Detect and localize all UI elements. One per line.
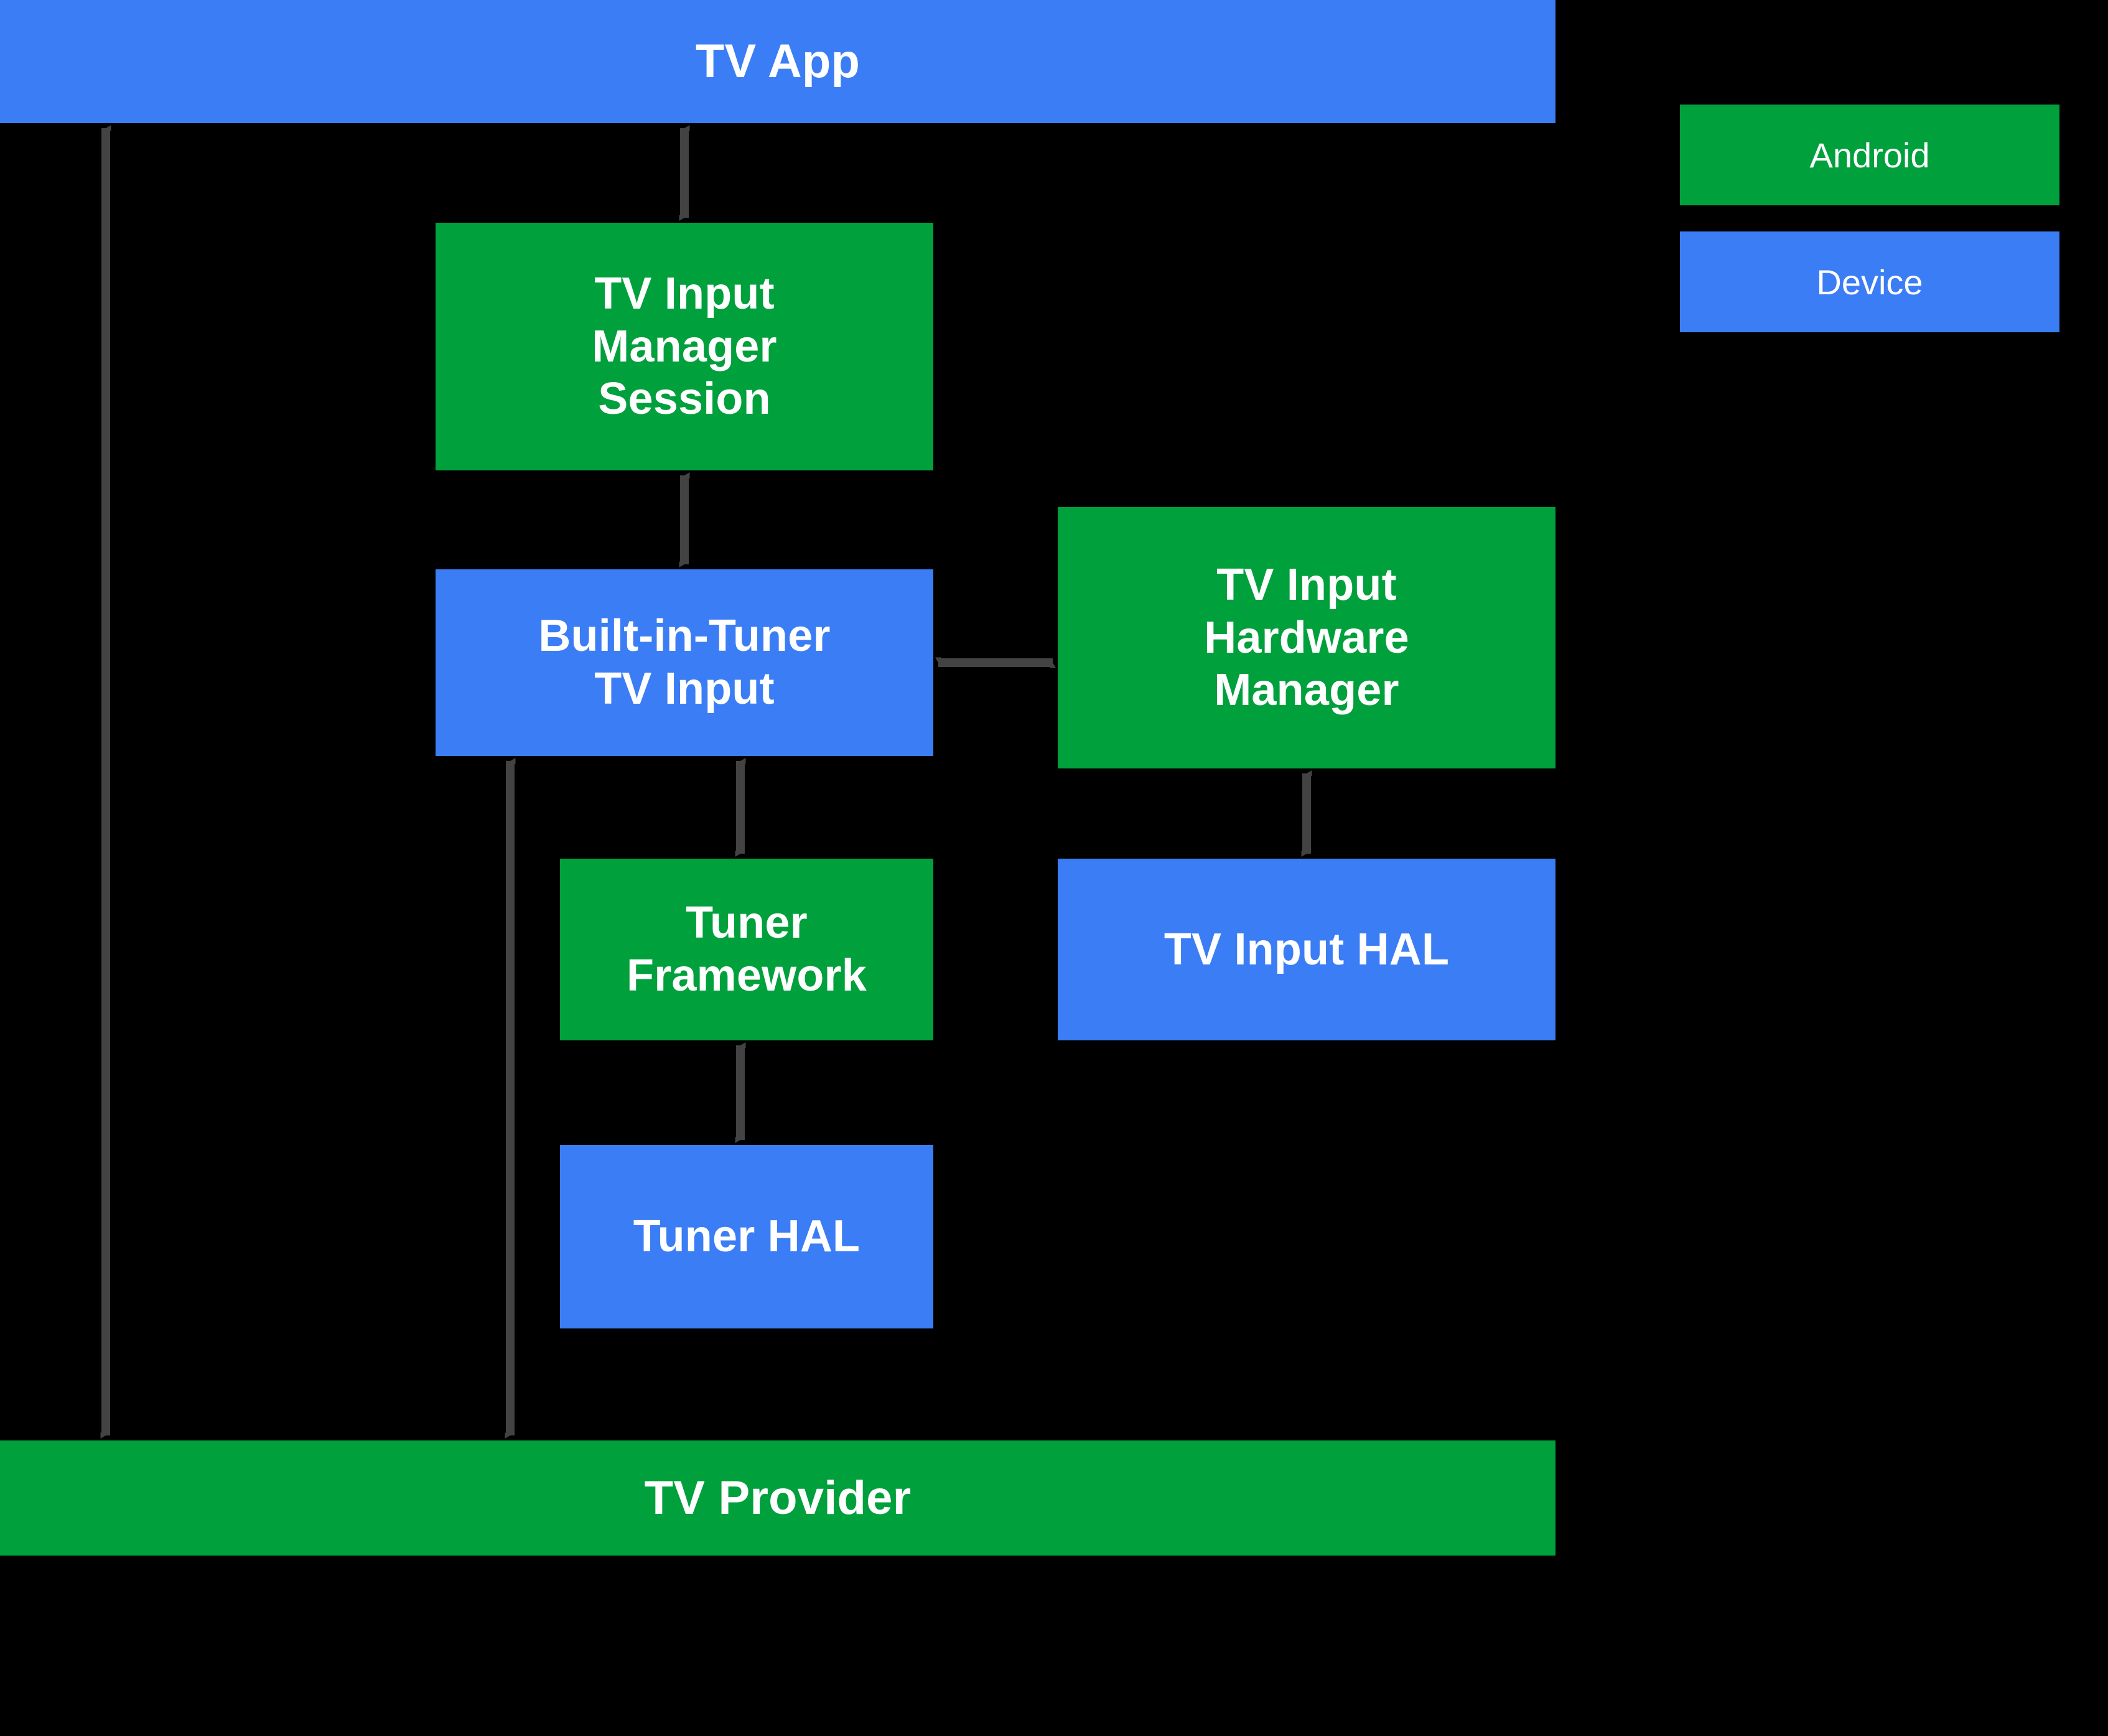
- legend-item-device-label: Device: [1816, 262, 1923, 302]
- legend-item-android: Android: [1680, 105, 2059, 205]
- node-tv-input-manager-session[interactable]: TV Input Manager Session: [436, 223, 933, 470]
- legend-item-android-label: Android: [1809, 135, 1930, 175]
- node-tv-input-hal[interactable]: TV Input HAL: [1058, 859, 1555, 1040]
- node-tv-app[interactable]: TV App: [0, 0, 1555, 123]
- node-tv-input-hardware-manager[interactable]: TV Input Hardware Manager: [1058, 507, 1555, 768]
- node-tuner-hal[interactable]: Tuner HAL: [560, 1145, 933, 1328]
- legend-item-device: Device: [1680, 231, 2059, 332]
- node-built-in-tuner-tv-input[interactable]: Built-in-Tuner TV Input: [436, 569, 933, 756]
- node-tv-provider[interactable]: TV Provider: [0, 1440, 1555, 1556]
- node-tuner-framework[interactable]: Tuner Framework: [560, 859, 933, 1040]
- legend: Android Device: [1680, 105, 2059, 332]
